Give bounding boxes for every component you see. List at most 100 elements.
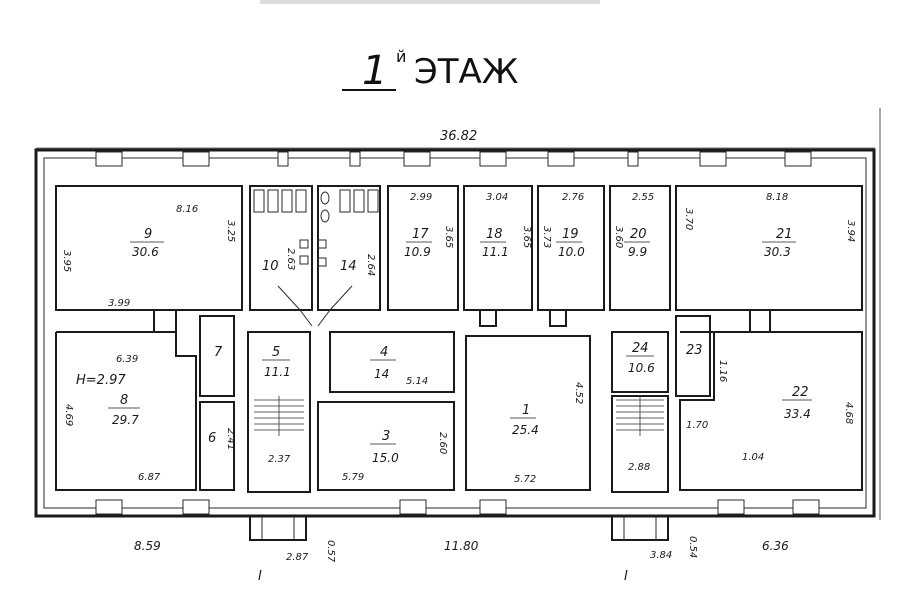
room-18-dim-top: 3.04 (486, 192, 508, 203)
room-8-area: 29.7 (112, 413, 139, 427)
room-19-outline (537, 185, 605, 311)
room-8-height: Н=2.97 (76, 373, 126, 388)
room-21-dim-top: 8.18 (766, 192, 788, 203)
room-8-number: 8 (120, 393, 128, 408)
wc-fixtures (253, 189, 379, 327)
room-7-outline (199, 315, 235, 397)
room-9-number: 9 (144, 227, 152, 242)
room-8-dim-bottom: 6.87 (138, 472, 161, 483)
room-8-dim-left: 4.69 (63, 404, 74, 426)
room-24-area: 10.6 (628, 361, 655, 375)
title-suffix: й (396, 47, 406, 66)
room-17-dim-side: 3.65 (443, 226, 454, 248)
room-18-area: 11.1 (482, 245, 509, 259)
room-9-dim-bottom: 3.99 (108, 298, 130, 309)
room-22-dim-left: 1.70 (686, 420, 708, 431)
bottom-windows (95, 499, 820, 515)
room-18-outline (463, 185, 533, 311)
room-14-number: 14 (340, 259, 357, 274)
room-6-number: 6 (208, 431, 216, 446)
room-10-dim: 2.63 (285, 248, 296, 270)
room-10-number: 10 (262, 259, 279, 274)
bottom-dimensions: 8.59 11.80 6.36 2.87 0.57 3.84 0.54 I I (134, 536, 789, 584)
room-22-number: 22 (792, 385, 809, 400)
room-3-outline (317, 401, 455, 491)
room-20-dim-side: 3.60 (613, 226, 624, 248)
stairs-right (616, 396, 664, 436)
entrance-left-gap: 0.57 (325, 540, 336, 563)
room-22-dim-bottom: 1.04 (742, 452, 764, 463)
room-walls (55, 185, 863, 493)
room-3-dim-bottom: 5.79 (342, 472, 364, 483)
room-9-dim-top: 8.16 (176, 204, 198, 215)
room-5-area: 11.1 (264, 365, 291, 379)
room-5-outline (247, 331, 311, 493)
room-1-number: 1 (522, 403, 530, 418)
room-1-outline (465, 335, 591, 491)
dim-bottom-right: 6.36 (762, 539, 789, 553)
room-23-number: 23 (686, 343, 703, 358)
room-4-dim: 5.14 (406, 376, 428, 387)
room-22-outline (679, 331, 863, 491)
room-3-dim-side: 2.60 (437, 432, 448, 454)
room-19-dim-side: 3.73 (541, 226, 552, 248)
room-22-area: 33.4 (784, 407, 811, 421)
room-6-outline (199, 401, 235, 491)
title-number: 1 (362, 48, 387, 94)
top-windows (95, 151, 812, 167)
room-19-number: 19 (562, 227, 579, 242)
room-23-dim: 1.16 (717, 360, 728, 382)
room-9-area: 30.6 (132, 245, 159, 259)
room-20-outline (609, 185, 671, 311)
room-4-area: 14 (374, 367, 389, 381)
room-18-number: 18 (486, 227, 503, 242)
room-1-area: 25.4 (512, 423, 539, 437)
room-19-dim-top: 2.76 (562, 192, 584, 203)
entrance-left-width: 2.87 (286, 552, 309, 563)
room-5-number: 5 (272, 345, 280, 360)
title-word: ЭТАЖ (414, 52, 518, 92)
room-21-area: 30.3 (764, 245, 791, 259)
entrance-left-label: I (258, 569, 262, 584)
entrance-right (611, 515, 669, 541)
outer-wall (34, 148, 876, 518)
room-22-dim-right: 4.68 (843, 402, 854, 424)
entrance-right-label: I (624, 569, 628, 584)
room-9-outline (55, 185, 243, 311)
room-10-outline (249, 185, 313, 311)
room-14-dim: 2.64 (365, 254, 376, 276)
room-5-dim: 2.37 (268, 454, 291, 465)
header-residue (260, 0, 600, 4)
room-6-dim: 2.41 (225, 428, 236, 450)
room-21-number: 21 (776, 227, 793, 242)
room-17-dim-top: 2.99 (410, 192, 432, 203)
room-20-area: 9.9 (628, 245, 647, 259)
room-1-dim-side: 4.52 (573, 382, 584, 404)
room-9-dim-left: 3.95 (61, 250, 72, 272)
entrance-left (249, 515, 307, 541)
room-9-dim-right: 3.25 (225, 220, 236, 242)
entrance-right-width: 3.84 (650, 550, 672, 561)
room-4-number: 4 (380, 345, 388, 360)
room-7-number: 7 (214, 345, 223, 360)
room-20-number: 20 (630, 227, 647, 242)
room-21-dim-left: 3.70 (683, 208, 694, 230)
room-24-outline (611, 331, 669, 393)
stairs-left (254, 396, 304, 436)
room-8-dim-top: 6.39 (116, 354, 138, 365)
room-20-dim-top: 2.55 (632, 192, 654, 203)
room-1-dim-bottom: 5.72 (514, 474, 536, 485)
room-4-outline (329, 331, 455, 393)
room-21-dim-right: 3.94 (845, 220, 856, 242)
room-17-area: 10.9 (404, 245, 431, 259)
room-24-dim: 2.88 (628, 462, 650, 473)
room-3-number: 3 (382, 429, 390, 444)
room-24-number: 24 (632, 341, 649, 356)
room-labels: 9 30.6 8.16 3.95 3.99 3.25 10 2.63 14 2.… (61, 192, 856, 485)
room-14-outline (317, 185, 381, 311)
room-18-dim-side: 3.65 (521, 226, 532, 248)
room-19-area: 10.0 (558, 245, 585, 259)
room-17-number: 17 (412, 227, 429, 242)
dim-bottom-left: 8.59 (134, 539, 161, 553)
